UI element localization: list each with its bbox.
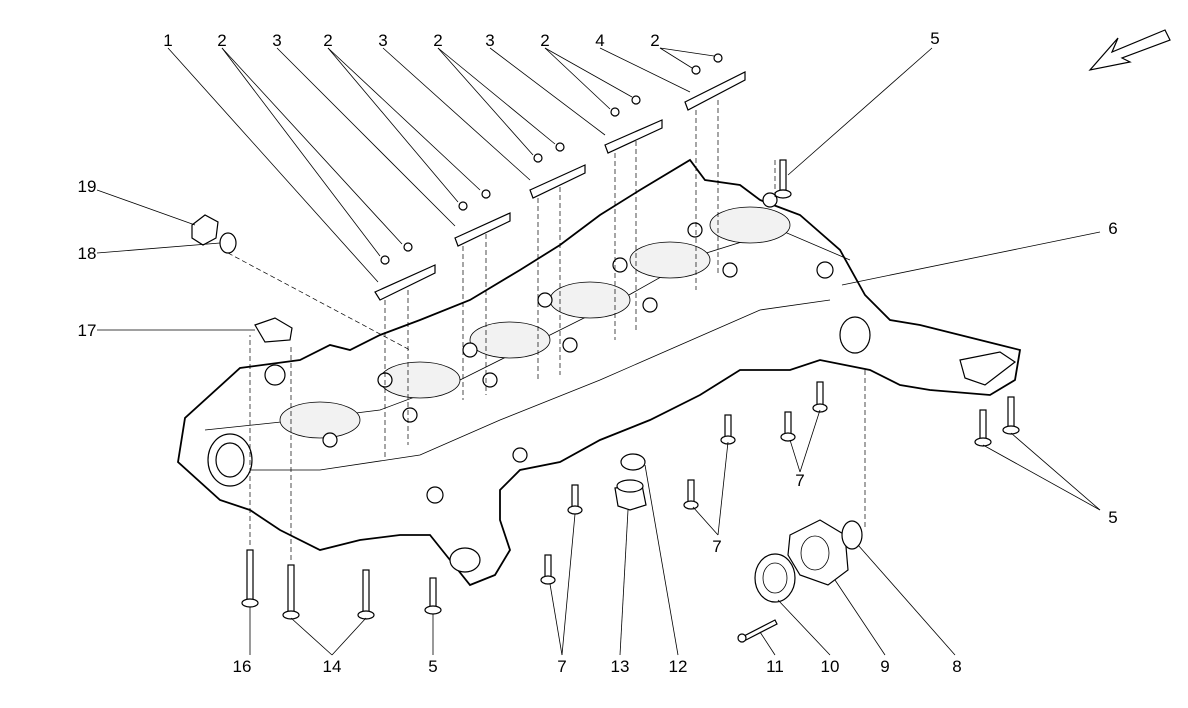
callout-5: 5 <box>1108 508 1117 527</box>
callout-5: 5 <box>428 657 437 676</box>
callout-2: 2 <box>650 31 659 50</box>
callout-2: 2 <box>433 31 442 50</box>
plug-19 <box>191 214 219 246</box>
direction-arrow-icon <box>1088 29 1171 71</box>
callout-7: 7 <box>712 537 721 556</box>
callout-17: 17 <box>78 321 97 340</box>
callout-8: 8 <box>952 657 961 676</box>
callout-18: 18 <box>78 244 97 263</box>
cup-13 <box>614 479 647 511</box>
callout-19: 19 <box>78 177 97 196</box>
seal-10 <box>754 553 796 603</box>
o-ring-18 <box>219 232 237 254</box>
callout-9: 9 <box>880 657 889 676</box>
callout-14: 14 <box>323 657 342 676</box>
callout-4: 4 <box>595 31 604 50</box>
screw-11 <box>737 619 778 643</box>
callout-10: 10 <box>821 657 840 676</box>
callout-3: 3 <box>378 31 387 50</box>
callout-2: 2 <box>323 31 332 50</box>
long-bolts-bottom <box>241 549 442 620</box>
bolts-5-right <box>974 396 1020 447</box>
callout-11: 11 <box>766 657 784 676</box>
callout-2: 2 <box>540 31 549 50</box>
callout-16: 16 <box>233 657 252 676</box>
callout-3: 3 <box>485 31 494 50</box>
bolts-7 <box>540 381 828 585</box>
alignment-lines <box>227 100 866 560</box>
gasket-17 <box>254 317 293 343</box>
callout-2: 2 <box>217 31 226 50</box>
ring-8 <box>841 520 863 550</box>
callout-6: 6 <box>1108 219 1117 238</box>
callout-3: 3 <box>272 31 281 50</box>
bracket-assemblies <box>374 53 746 301</box>
ring-12 <box>620 453 646 471</box>
callout-1: 1 <box>163 31 172 50</box>
callout-labels: 1 2 3 2 3 2 3 2 4 2 5 6 19 18 17 5 7 7 7… <box>78 29 1118 676</box>
callout-7: 7 <box>557 657 566 676</box>
crankcase-lower-half <box>177 158 1022 587</box>
callout-13: 13 <box>611 657 630 676</box>
leader-lines <box>96 47 1101 656</box>
callout-12: 12 <box>669 657 688 676</box>
bolt-5-top <box>774 159 792 199</box>
callout-5: 5 <box>930 29 939 48</box>
housing-9 <box>787 519 849 586</box>
callout-7: 7 <box>795 471 804 490</box>
